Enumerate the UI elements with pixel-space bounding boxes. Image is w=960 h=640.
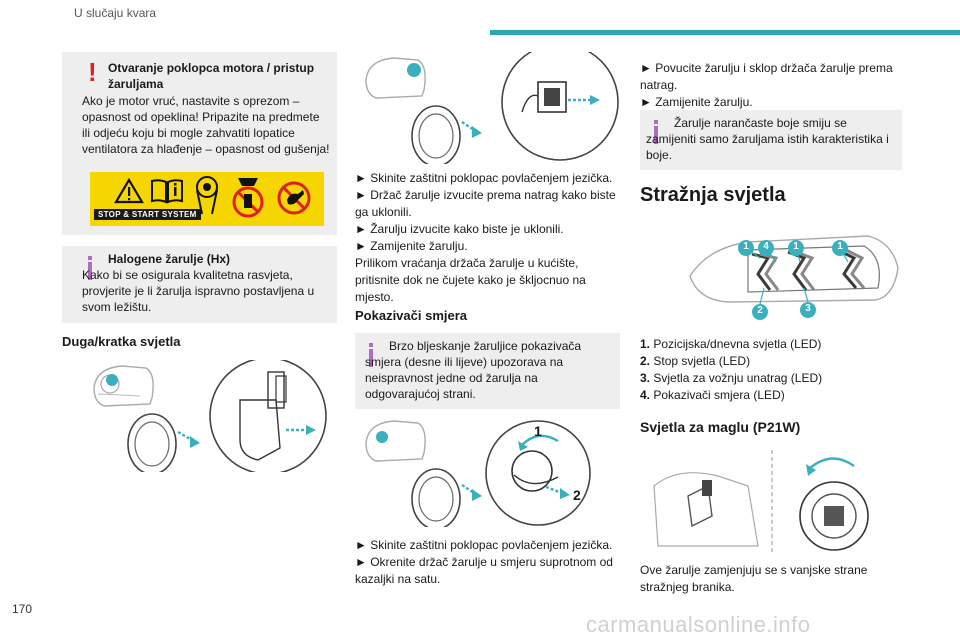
high-low-beam-heading: Duga/kratka svjetla xyxy=(62,334,181,349)
info-icon-dot xyxy=(369,343,373,347)
step-pull-bulb: ► Žarulju izvucite kako biste je uklonil… xyxy=(355,222,564,236)
orange-bulb-info-text: Žarulje narančaste boje smiju se zamijen… xyxy=(646,116,889,162)
page-number: 170 xyxy=(12,602,33,616)
warning-pictogram-strip: STOP & START SYSTEM xyxy=(90,172,324,226)
step-replace-bulb-2: ► Zamijenite žarulju. xyxy=(640,95,753,109)
no-hands-icon xyxy=(277,181,311,215)
stop-start-badge: STOP & START SYSTEM xyxy=(94,209,201,220)
rear-light-diagram xyxy=(689,235,899,320)
legend-item: 4. Pokazivači smjera (LED) xyxy=(640,388,785,402)
info-icon-dot xyxy=(88,256,92,260)
pull-steps: ► Povucite žarulju i sklop držača žarulj… xyxy=(640,60,905,111)
halogen-info-body: Kako bi se osigurala kvalitetna rasvjeta… xyxy=(82,268,315,314)
step-pull-assembly: ► Povucite žarulju i sklop držača žarulj… xyxy=(640,61,893,92)
legend-item: 2. Stop svjetla (LED) xyxy=(640,354,751,368)
warning-box: ! Otvaranje poklopca motora / pristup ža… xyxy=(62,52,337,235)
callout-4: 4 xyxy=(763,241,769,252)
step-remove-cover-2: ► Skinite zaštitni poklopac povlačenjem … xyxy=(355,538,613,552)
fog-light-diagram xyxy=(653,450,869,554)
callout-1b: 1 xyxy=(793,241,799,252)
warning-body: Ako je motor vruć, nastavite s oprezom –… xyxy=(82,94,330,156)
turn-signal-steps: ► Skinite zaštitni poklopac povlačenjem … xyxy=(355,537,625,588)
headlamp-steps: ► Skinite zaštitni poklopac povlačenjem … xyxy=(355,170,620,306)
section-header: U slučaju kvara xyxy=(74,6,157,20)
fog-lights-text: Ove žarulje zamjenjuju se s vanjske stra… xyxy=(640,563,868,594)
info-icon-dot xyxy=(654,120,658,124)
turn-signal-info-text: Brzo bljeskanje žaruljice pokazivača smj… xyxy=(365,339,582,401)
turn-signals-heading: Pokazivači smjera xyxy=(355,308,468,323)
warning-icon: ! xyxy=(88,57,97,87)
legend-item: 3. Svjetla za vožnju unatrag (LED) xyxy=(640,371,823,385)
legend-item: 1. Pozicijska/dnevna svjetla (LED) xyxy=(640,337,822,351)
step-pull-holder: ► Držač žarulje izvucite prema natrag ka… xyxy=(355,188,616,219)
halogen-info-text: Halogene žarulje (Hx) Kako bi se osigura… xyxy=(82,251,332,315)
step-replace-bulb: ► Zamijenite žarulju. xyxy=(355,239,468,253)
watermark: carmanualsonline.info xyxy=(586,612,811,637)
turn-signal-bulb-diagram xyxy=(365,420,591,527)
step-remove-cover: ► Skinite zaštitni poklopac povlačenjem … xyxy=(355,171,613,185)
headlamp-removal-diagram xyxy=(365,52,619,164)
callout-3: 3 xyxy=(805,303,811,314)
no-touch-fan-icon xyxy=(232,178,264,218)
headlamp-bulb-diagram xyxy=(93,360,327,472)
fog-lights-heading: Svjetla za maglu (P21W) xyxy=(640,419,801,435)
rear-lights-title: Stražnja svjetla xyxy=(640,184,786,206)
fan-belt-icon xyxy=(196,176,218,215)
info-icon xyxy=(88,262,92,280)
hazard-triangle-icon xyxy=(114,178,144,204)
header-accent-bar xyxy=(490,30,960,35)
callout-1c: 1 xyxy=(837,241,843,252)
halogen-info-box: Halogene žarulje (Hx) Kako bi se osigura… xyxy=(62,246,337,323)
diagram-label-1: 1 xyxy=(534,423,542,439)
diagram-label-2: 2 xyxy=(573,487,581,503)
step-rotate-holder: ► Okrenite držač žarulje u smjeru suprot… xyxy=(355,555,613,586)
manual-book-icon xyxy=(151,179,183,204)
callout-1a: 1 xyxy=(743,241,749,252)
info-icon xyxy=(369,349,373,367)
callout-2: 2 xyxy=(757,305,763,316)
halogen-info-title: Halogene žarulje (Hx) xyxy=(108,252,231,266)
warning-title: Otvaranje poklopca motora / pristup žaru… xyxy=(108,61,315,91)
turn-signal-info-box: Brzo bljeskanje žaruljice pokazivača smj… xyxy=(355,333,620,409)
orange-bulb-info-box: Žarulje narančaste boje smiju se zamijen… xyxy=(640,110,902,170)
step-refit-note: Prilikom vraćanja držača žarulje u kućiš… xyxy=(355,256,586,304)
rear-light-legend: 1. Pozicijska/dnevna svjetla (LED) 2. St… xyxy=(640,336,905,404)
info-icon xyxy=(654,126,658,144)
